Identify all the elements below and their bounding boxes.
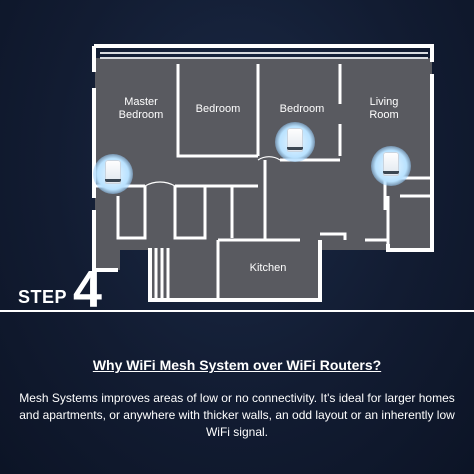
divider	[0, 310, 474, 312]
mesh-router-icon	[371, 146, 411, 186]
room-label-bedroom: Bedroom	[195, 103, 241, 115]
room-label-living-room: Living Room	[369, 96, 399, 121]
window-strip	[100, 52, 428, 59]
mesh-router-icon	[275, 122, 315, 162]
step-indicator: STEP 4	[18, 261, 102, 319]
step-number: 4	[73, 261, 102, 319]
room-label-kitchen: Kitchen	[249, 262, 287, 274]
step-label: STEP	[18, 287, 68, 307]
body-text: Mesh Systems improves areas of low or no…	[19, 391, 455, 439]
mesh-router-icon	[93, 154, 133, 194]
headline: Why WiFi Mesh System over WiFi Routers?	[92, 357, 382, 373]
outer-walls	[92, 44, 434, 302]
room-label-master-bedroom: Master Bedroom	[118, 96, 164, 121]
door-swings	[144, 156, 281, 187]
room-label-bedroom-2: Bedroom	[279, 103, 325, 115]
